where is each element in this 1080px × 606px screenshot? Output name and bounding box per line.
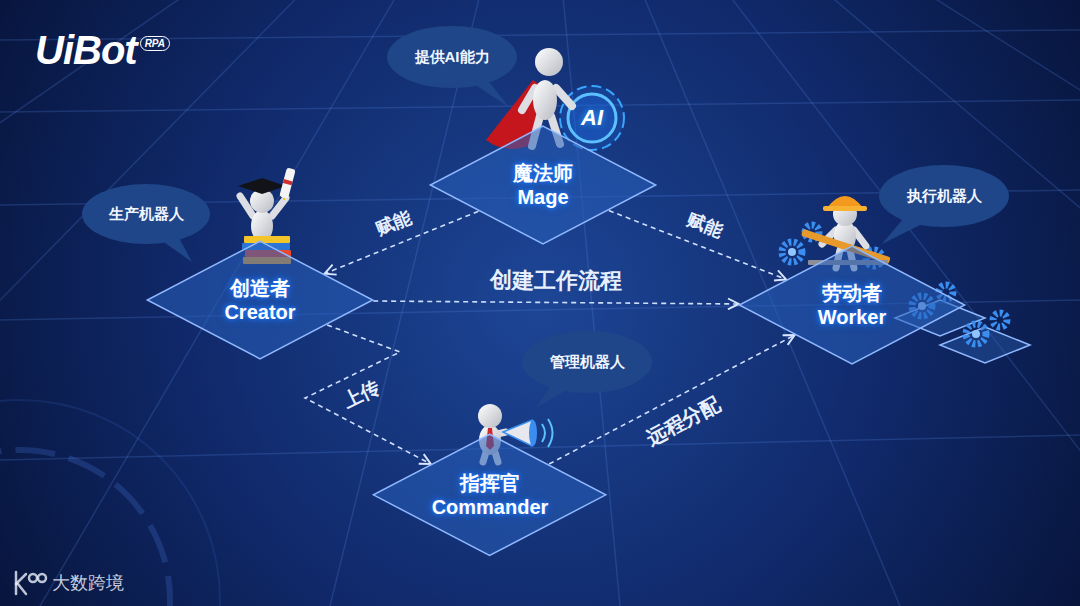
watermark: 大数跨境: [52, 574, 124, 592]
diamond-fill: [430, 126, 655, 244]
text-stack: 生产机器人: [109, 204, 184, 224]
platform-diamond: 创造者Creator: [145, 240, 375, 360]
bubble-tails: [158, 80, 922, 408]
speech-bubble: 管理机器人: [522, 331, 652, 393]
role-name: 指挥官: [460, 471, 520, 495]
corner-rings: [0, 400, 220, 606]
diamond-fill: [739, 246, 964, 364]
diamond-outline: [737, 245, 967, 365]
role-name: 创造者: [230, 276, 290, 300]
edge-label: 创建工作流程: [490, 268, 622, 293]
dashed-connector: [549, 335, 795, 464]
bubble-text: 提供AI能力: [415, 47, 490, 67]
role-name: 劳动者: [822, 281, 882, 305]
speech-bubble: 执行机器人: [879, 165, 1009, 227]
logo-badge: RPA: [140, 36, 170, 51]
role-name-en: Worker: [818, 305, 887, 329]
bubble-text: 执行机器人: [907, 186, 982, 206]
platform-diamond: 指挥官Commander: [371, 433, 608, 557]
text-stack: 提供AI能力: [415, 47, 490, 67]
diamond-fill: [374, 434, 606, 555]
dashed-connector: [373, 301, 739, 304]
diamond-outline: [428, 125, 658, 245]
platform-diamond: 劳动者Worker: [737, 245, 967, 365]
role-name-en: Creator: [224, 300, 295, 324]
logo-wordmark: UiBot: [35, 30, 137, 70]
edge-label: 赋能: [684, 211, 725, 242]
text-stack: 劳动者Worker: [818, 281, 887, 329]
diamond-outline: [145, 240, 375, 360]
role-name-en: Mage: [517, 185, 568, 209]
edge-label: 上传: [340, 377, 383, 412]
dashed-connector: [305, 325, 431, 464]
text-stack: 管理机器人: [550, 352, 625, 372]
dashed-connector: [609, 211, 786, 280]
ai-badge-text: AI: [581, 107, 603, 129]
diamond-outline: [371, 433, 608, 557]
text-stack: 创造者Creator: [224, 276, 295, 324]
speech-bubble: 提供AI能力: [387, 26, 517, 88]
edge-label: 赋能: [374, 208, 415, 240]
speech-bubble: 生产机器人: [82, 184, 210, 244]
bubble-text: 管理机器人: [550, 352, 625, 372]
text-stack: 执行机器人: [907, 186, 982, 206]
watermark-icon: [16, 572, 46, 594]
diamond-fill: [147, 241, 372, 359]
text-stack: 魔法师Mage: [513, 161, 573, 209]
text-stack: 指挥官Commander: [432, 471, 549, 519]
edge-label: 远程分配: [643, 392, 724, 449]
bubble-text: 生产机器人: [109, 204, 184, 224]
role-name: 魔法师: [513, 161, 573, 185]
role-name-en: Commander: [432, 495, 549, 519]
platform-diamond: 魔法师Mage: [428, 125, 658, 245]
